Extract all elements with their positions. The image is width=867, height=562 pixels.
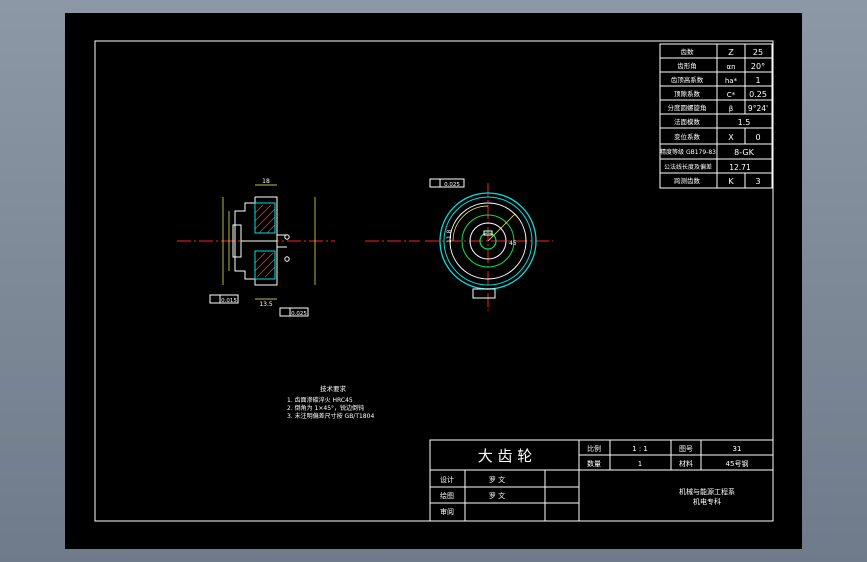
param-label-span: 跨测齿数 <box>674 176 701 185</box>
param-value-helix-angle: 9°24' <box>748 104 768 113</box>
param-label-accuracy: 精度等级 GB179-83 <box>660 148 716 156</box>
material-value: 45号钢 <box>726 459 749 468</box>
technical-requirements: 技术要求 1. 齿面渗碳淬火 HRC45 2. 倒角为 1×45°，锐边倒钝 3… <box>287 384 374 420</box>
param-value-pressure-angle: 20° <box>751 62 765 71</box>
param-label-helix-angle: 分度圆螺旋角 <box>668 103 707 112</box>
tech-req-item-2: 2. 倒角为 1×45°，锐边倒钝 <box>287 404 364 412</box>
drawing-no-value: 31 <box>733 445 742 453</box>
param-symbol-helix-angle: β <box>729 105 733 113</box>
param-symbol-span: K <box>728 177 734 186</box>
param-label-pressure-angle: 齿形角 <box>677 61 697 70</box>
param-symbol-addendum: ha* <box>725 77 738 85</box>
drawn-value: 罗 文 <box>489 491 505 500</box>
param-value-module: 1.5 <box>738 118 751 127</box>
drawn-label: 绘图 <box>440 491 454 500</box>
quantity-label: 数量 <box>587 459 601 468</box>
title-block: 大 齿 轮 比例 1 : 1 图号 31 数量 1 材料 45号钢 设计 罗 文… <box>429 439 774 522</box>
org-line-1: 机械与能源工程系 <box>679 487 735 496</box>
material-label: 材料 <box>679 459 693 468</box>
dim-angle: 45 <box>509 240 517 247</box>
dim-width-top: 18 <box>262 178 270 185</box>
section-view: 18 13.5 0.015 0.025 <box>209 178 316 317</box>
param-value-shift: 0 <box>755 133 760 142</box>
scale-label: 比例 <box>587 444 601 453</box>
tech-req-item-1: 1. 齿面渗碳淬火 HRC45 <box>287 396 353 404</box>
param-label-base-tangent: 公法线长度及偏差 <box>664 163 712 171</box>
gear-parameter-table: 齿数 Z 25 齿形角 αn 20° 齿顶高系数 ha* 1 顶隙系数 C* 0… <box>659 43 773 189</box>
param-label-shift: 变位系数 <box>674 132 701 141</box>
param-value-accuracy: 8-GK <box>734 148 754 157</box>
review-label: 审阅 <box>440 507 454 516</box>
dim-keyway: 11.8 <box>446 229 453 243</box>
param-label-addendum: 齿顶高系数 <box>671 75 704 84</box>
design-label: 设计 <box>440 475 454 484</box>
tol-frame-front: 0.025 <box>444 182 460 188</box>
org-line-2: 机电专科 <box>693 497 721 506</box>
cad-viewport[interactable]: 齿数 Z 25 齿形角 αn 20° 齿顶高系数 ha* 1 顶隙系数 C* 0… <box>65 13 802 549</box>
param-symbol-clearance: C* <box>727 91 736 99</box>
tol-frame-bottom: 0.025 <box>291 311 307 317</box>
front-view: 45 11.8 0.025 <box>429 178 537 299</box>
param-label-clearance: 顶隙系数 <box>674 89 701 98</box>
design-value: 罗 文 <box>489 475 505 484</box>
tol-frame-left: 0.015 <box>221 298 237 304</box>
param-value-clearance: 0.25 <box>749 90 767 99</box>
dim-width-bottom: 13.5 <box>259 301 273 308</box>
param-symbol-shift: X <box>728 133 734 142</box>
part-name: 大 齿 轮 <box>478 447 533 465</box>
tech-req-item-3: 3. 未注明偏差尺寸按 GB/T1804 <box>287 412 374 420</box>
param-label-module: 法面模数 <box>674 117 701 126</box>
quantity-value: 1 <box>638 460 642 468</box>
param-value-addendum: 1 <box>755 76 760 85</box>
param-value-base-tangent: 12.71 <box>729 163 751 172</box>
scale-value: 1 : 1 <box>632 445 648 453</box>
tech-req-title: 技术要求 <box>320 384 347 393</box>
drawing-canvas: 齿数 Z 25 齿形角 αn 20° 齿顶高系数 ha* 1 顶隙系数 C* 0… <box>94 40 774 522</box>
param-value-span: 3 <box>755 177 760 186</box>
param-value-teeth: 25 <box>753 48 763 57</box>
param-symbol-pressure-angle: αn <box>726 63 735 71</box>
param-label-teeth: 齿数 <box>681 47 695 56</box>
bore-circle <box>479 232 497 250</box>
param-symbol-teeth: Z <box>728 48 734 57</box>
drawing-no-label: 图号 <box>679 445 693 453</box>
